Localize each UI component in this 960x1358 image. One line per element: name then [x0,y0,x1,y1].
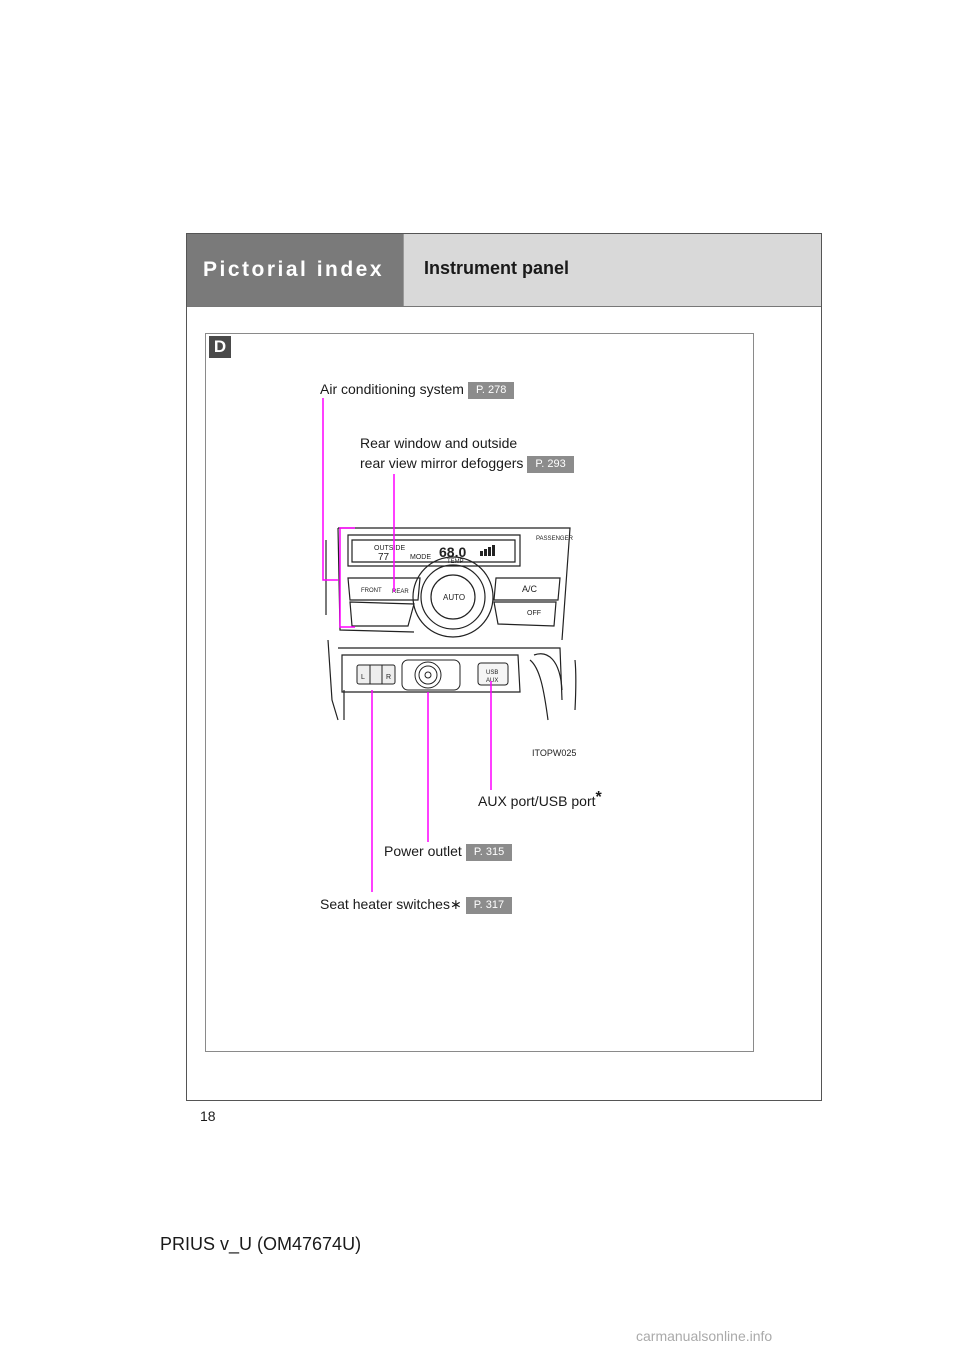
aux-usb-port-icon: USB AUX [477,662,509,686]
manual-footer: PRIUS v_U (OM47674U) [160,1234,362,1254]
air-conditioning-page-ref[interactable]: P. 278 [467,381,515,399]
defoggers-label: rear view mirror defoggers [360,455,524,471]
usb-port-label: USB [486,670,498,676]
aux-port-label: AUX [486,678,498,684]
temp-bar-icon [480,545,495,556]
page-number: 18 [200,1108,216,1124]
passenger-label: PASSENGER [536,536,574,542]
callout-lines [322,398,492,892]
outside-label: OUTSIDE [374,545,405,552]
header-divider [187,306,821,307]
image-code: ITOPW025 [532,748,576,758]
power-outlet-icon [401,659,461,691]
defoggers-callout-line1: Rear window and outside [360,435,518,451]
seat-heater-footnote-mark: ∗ [449,896,462,912]
ac-button-label: A/C [522,584,538,594]
seat-heater-page-ref[interactable]: P. 317 [465,896,513,914]
aux-usb-callout: AUX port/USB port* [478,789,602,810]
temp-label: TEMP [447,559,464,565]
seat-heater-label: Seat heater switches [320,896,450,912]
defoggers-page-ref[interactable]: P. 293 [527,455,574,473]
seat-left-label: L [361,674,365,681]
watermark: carmanualsonline.info [636,1328,773,1344]
off-button-label: OFF [527,610,541,617]
outside-temp: 77 [378,552,390,563]
console-outline [327,639,577,721]
mode-label: MODE [410,554,431,561]
seat-right-label: R [386,674,391,681]
page-title: Instrument panel [403,234,821,306]
auto-dial-icon [412,556,494,638]
front-button-label: FRONT [361,588,382,594]
aux-usb-footnote-mark: * [595,789,602,806]
power-outlet-page-ref[interactable]: P. 315 [465,843,513,861]
climate-panel-outline [325,527,571,641]
power-outlet-label: Power outlet [384,843,462,859]
air-conditioning-label: Air conditioning system [320,381,464,397]
set-temp: 68.0 [439,544,466,560]
seat-heater-switch-icon: L R [356,664,396,685]
seat-heater-callout: Seat heater switches∗P. 317 [320,895,513,914]
section-tag: D [209,336,231,358]
rear-button-label: REAR [392,589,409,595]
section-title: Pictorial index [187,234,403,306]
auto-button-label: AUTO [443,593,465,602]
illustration-panel [205,333,754,1052]
climate-display: OUTSIDE 77 MODE 68.0 TEMP PASSENGER FRON… [361,536,574,617]
page-frame: Pictorial index Instrument panel [186,233,822,1101]
aux-usb-label: AUX port/USB port [478,793,596,809]
